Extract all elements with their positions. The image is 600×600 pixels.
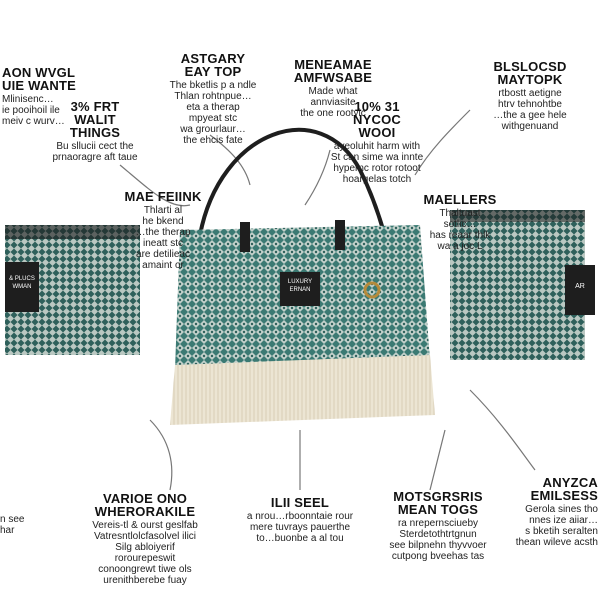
- callout-body: a nrou…rboonntaie rour mere tuvrays paue…: [246, 511, 354, 544]
- callout-title: ILII SEEL: [270, 495, 330, 510]
- callout-body: ayeoluhit harm with St can sime wa innte…: [330, 141, 424, 185]
- callout-title: ANYZCA EMILSESS: [530, 475, 598, 503]
- callout-title: 3% FRT WALIT THINGS: [69, 99, 121, 140]
- callout-top-center-left: ASTGARY EAY TOP The bketlis p a ndle Thl…: [158, 52, 268, 146]
- bag-fringe: [170, 355, 435, 425]
- callout-body: Gerola sines tho nnes ize aiiar… s bketi…: [515, 504, 598, 548]
- callout-mid-right: MAELLERS Thaltuast sotlic… has reaar thl…: [410, 193, 510, 252]
- callout-title: MAELLERS: [423, 192, 497, 207]
- callout-bottom-right-center: MOTSGRSRIS MEAN TOGS ra nrepernsciueby S…: [378, 490, 498, 562]
- bag-right-panel: [450, 210, 585, 360]
- callout-left-mid: 3% FRT WALIT THINGS Bu sllucii cect the …: [40, 100, 150, 163]
- callout-title: BLSLOCSD MAYTOPK: [493, 59, 567, 87]
- callout-title: 10% 31 NYCOC WOOI: [353, 99, 401, 140]
- callout-body: The bketlis p a ndle Thlan rohtnpue… eta…: [169, 80, 257, 146]
- callout-bottom-center: ILII SEEL a nrou…rboonntaie rour mere tu…: [235, 496, 365, 544]
- brand-label: LUXURY ERNAN: [280, 278, 320, 294]
- callout-bottom-right: ANYZCA EMILSESS Gerola sines tho nnes iz…: [500, 476, 598, 548]
- callout-center-claim: 10% 31 NYCOC WOOI ayeoluhit harm with St…: [312, 100, 442, 185]
- brand-label-small: LUXURY: [287, 279, 313, 285]
- callout-title: MOTSGRSRIS MEAN TOGS: [393, 489, 483, 517]
- callout-body: n see har: [0, 514, 25, 536]
- brand-label-patch: [280, 272, 320, 306]
- callout-title: MENEAMAE AMFWSABE: [293, 57, 373, 85]
- callout-body: Made what annviasite the one rootyic: [300, 86, 366, 119]
- side-tag-right-text: AR: [575, 283, 585, 290]
- brand-label-brand: ERNAN: [289, 287, 311, 293]
- callout-mid-left: MAE FEIINK Thlarti al he bkend …the ther…: [118, 190, 208, 271]
- callout-body: Thlarti al he bkend …the therap ineatt s…: [135, 205, 191, 271]
- callout-bottom-left: VARIOE ONO WHERORAKILE Vereis-tl & ourst…: [80, 492, 210, 586]
- callout-top-right: BLSLOCSD MAYTOPK rtbostt aetigne htrv te…: [470, 60, 590, 132]
- callout-body: Vereis-tl & ourst geslfab Vatresntlolcfa…: [92, 520, 198, 586]
- callout-title: VARIOE ONO WHERORAKILE: [94, 491, 196, 519]
- callout-body: ra nrepernsciueby Sterdetothtrtgnun see …: [389, 518, 487, 562]
- bag-left-panel: [5, 225, 140, 355]
- callout-body: Bu sllucii cect the prnaoragre aft taue: [52, 141, 138, 163]
- callout-title: AON WVGL UIE WANTE: [2, 65, 77, 93]
- side-tag-left: [5, 262, 39, 312]
- side-tag-right: [565, 265, 595, 315]
- callout-body: Thaltuast sotlic… has reaar thlk wa a jo…: [429, 208, 491, 252]
- callout-body: Mlinisenc… ie pooihoil ile meiv c wurv…: [2, 94, 65, 127]
- callout-body: rtbostt aetigne htrv tehnohtbe …the a ge…: [493, 88, 567, 132]
- side-tag-left-text: & PLUCS WMAN: [9, 276, 35, 290]
- metal-ring: [363, 281, 381, 299]
- callout-top-center: MENEAMAE AMFWSABE Made what annviasite t…: [278, 58, 388, 119]
- callout-bottom-left-edge: n see har: [0, 512, 40, 536]
- callout-title: ASTGARY EAY TOP: [180, 51, 246, 79]
- callout-top-left: AON WVGL UIE WANTE Mlinisenc… ie pooihoi…: [2, 66, 112, 127]
- callout-title: MAE FEIINK: [124, 189, 202, 204]
- bag-main-body: [175, 220, 430, 370]
